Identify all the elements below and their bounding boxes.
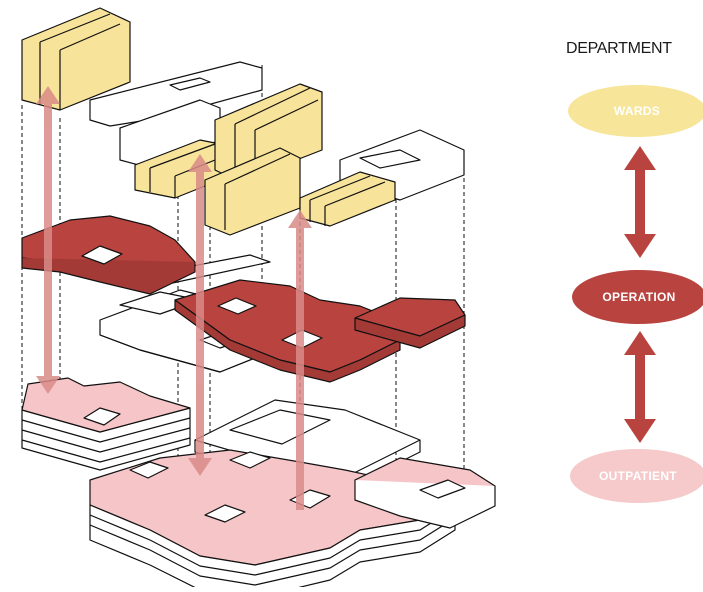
legend-operation-label: OPERATION [602,290,676,304]
legend-wards: WARDS [568,85,703,137]
wards-block-1 [21,7,131,111]
legend-outpatient: OUTPATIENT [570,449,703,503]
legend-outpatient-label: OUTPATIENT [599,469,677,483]
legend-operation: OPERATION [572,270,703,324]
legend-title: DEPARTMENT [566,40,672,57]
outpatient-level [21,377,496,592]
wards-block-5 [299,171,396,227]
operation-level [21,215,466,383]
wards-level [21,7,396,236]
flow-arrows [36,86,312,510]
legend-wards-label: WARDS [613,104,661,118]
outpatient-main-slab-side [89,497,456,592]
